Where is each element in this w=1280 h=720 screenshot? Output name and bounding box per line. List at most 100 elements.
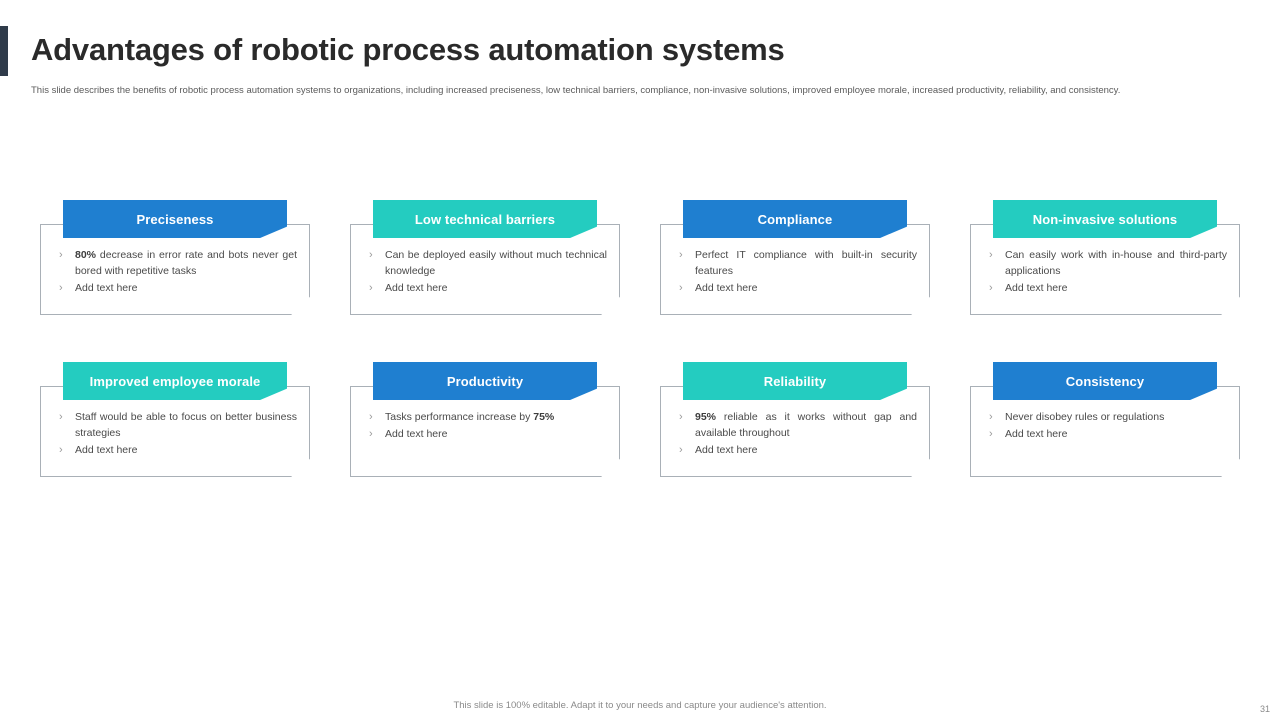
list-item: › Staff would be able to focus on better …	[53, 409, 297, 441]
chevron-right-icon: ›	[989, 428, 993, 440]
card-body: › 95% reliable as it works without gap an…	[660, 386, 930, 477]
advantage-card: Consistency › Never disobey rules or regul…	[970, 362, 1240, 477]
chevron-right-icon: ›	[59, 444, 63, 456]
chevron-right-icon: ›	[989, 282, 993, 294]
advantage-card: Low technical barriers › Can be deployed e…	[350, 200, 620, 315]
list-item: › Can be deployed easily without much tec…	[363, 247, 607, 279]
chevron-right-icon: ›	[679, 411, 683, 423]
card-bullet-list: › 80% decrease in error rate and bots nev…	[53, 247, 297, 296]
advantage-card: Non-invasive solutions › Can easily work w…	[970, 200, 1240, 315]
bullet-text: Add text here	[385, 428, 448, 440]
list-item: › Add text here	[673, 280, 917, 296]
chevron-right-icon: ›	[679, 282, 683, 294]
list-item: › Never disobey rules or regulations	[983, 409, 1227, 425]
card-body: › Can be deployed easily without much tec…	[350, 224, 620, 315]
card-body: › Perfect IT compliance with built-in sec…	[660, 224, 930, 315]
page-subtitle: This slide describes the benefits of rob…	[31, 85, 1121, 96]
card-body: › Tasks performance increase by 75% › Add t…	[350, 386, 620, 477]
chevron-right-icon: ›	[369, 282, 373, 294]
card-header: Compliance	[683, 200, 907, 238]
card-bullet-list: › Tasks performance increase by 75% › Add t…	[363, 409, 607, 442]
advantage-card: Reliability › 95% reliable as it works wit…	[660, 362, 930, 477]
bullet-text: Add text here	[695, 444, 758, 456]
list-item: › Add text here	[53, 280, 297, 296]
chevron-right-icon: ›	[59, 411, 63, 423]
advantage-card: Improved employee morale › Staff would be …	[40, 362, 310, 477]
card-title: Compliance	[757, 211, 833, 227]
card-body: › Never disobey rules or regulations › Add …	[970, 386, 1240, 477]
bullet-text: Add text here	[385, 282, 448, 294]
list-item: › Add text here	[983, 280, 1227, 296]
card-body-inner: › Can be deployed easily without much tec…	[363, 245, 607, 296]
card-bullet-list: › Can easily work with in-house and third…	[983, 247, 1227, 296]
chevron-right-icon: ›	[59, 282, 63, 294]
chevron-right-icon: ›	[679, 249, 683, 261]
card-header: Consistency	[993, 362, 1217, 400]
bullet-text: Add text here	[695, 282, 758, 294]
bullet-text: Staff would be able to focus on better b…	[75, 411, 297, 439]
card-header: Preciseness	[63, 200, 287, 238]
bullet-text: Never disobey rules or regulations	[1005, 411, 1165, 423]
title-accent-bar	[0, 26, 8, 76]
card-title: Low technical barriers	[414, 211, 556, 227]
advantage-card: Preciseness › 80% decrease in error rate a…	[40, 200, 310, 315]
list-item: › 95% reliable as it works without gap an…	[673, 409, 917, 441]
card-body-inner: › Staff would be able to focus on better …	[53, 407, 297, 458]
list-item: › Add text here	[363, 280, 607, 296]
card-bullet-list: › Can be deployed easily without much tec…	[363, 247, 607, 296]
page-title: Advantages of robotic process automation…	[31, 32, 785, 67]
card-header: Reliability	[683, 362, 907, 400]
footer-note: This slide is 100% editable. Adapt it to…	[453, 700, 827, 711]
card-body-inner: › 95% reliable as it works without gap an…	[673, 407, 917, 458]
card-title: Reliability	[763, 373, 827, 389]
card-bullet-list: › Never disobey rules or regulations › Add …	[983, 409, 1227, 442]
chevron-right-icon: ›	[369, 428, 373, 440]
list-item: › Add text here	[53, 442, 297, 458]
list-item: › Add text here	[363, 426, 607, 442]
card-title: Preciseness	[136, 211, 214, 227]
card-title: Productivity	[446, 373, 524, 389]
chevron-right-icon: ›	[369, 249, 373, 261]
chevron-right-icon: ›	[679, 444, 683, 456]
list-item: › 80% decrease in error rate and bots nev…	[53, 247, 297, 279]
card-bullet-list: › Perfect IT compliance with built-in sec…	[673, 247, 917, 296]
list-item: › Add text here	[673, 442, 917, 458]
bullet-text: Add text here	[75, 282, 138, 294]
page-number: 31	[1259, 704, 1270, 714]
card-bullet-list: › Staff would be able to focus on better …	[53, 409, 297, 458]
advantage-card: Productivity › Tasks performance increase …	[350, 362, 620, 477]
list-item: › Tasks performance increase by 75%	[363, 409, 607, 425]
bullet-text: reliable as it works without gap and ava…	[695, 411, 917, 439]
card-title: Non-invasive solutions	[1032, 211, 1178, 227]
bullet-text: Perfect IT compliance with built-in secu…	[695, 249, 917, 277]
bullet-highlight: 95%	[695, 411, 717, 423]
bullet-highlight-trailing: 75%	[533, 411, 555, 423]
bullet-text: decrease in error rate and bots never ge…	[75, 249, 297, 277]
card-header: Productivity	[373, 362, 597, 400]
bullet-text: Can be deployed easily without much tech…	[385, 249, 607, 277]
bullet-text: Add text here	[1005, 428, 1068, 440]
card-body-inner: › Perfect IT compliance with built-in sec…	[673, 245, 917, 296]
bullet-text: Add text here	[1005, 282, 1068, 294]
bullet-text: Add text here	[75, 444, 138, 456]
card-body: › 80% decrease in error rate and bots nev…	[40, 224, 310, 315]
cards-grid: Preciseness › 80% decrease in error rate a…	[40, 200, 1240, 524]
card-body-inner: › Tasks performance increase by 75% › Add t…	[363, 407, 607, 442]
bullet-text: Can easily work with in-house and third-…	[1005, 249, 1227, 277]
card-bullet-list: › 95% reliable as it works without gap an…	[673, 409, 917, 458]
cards-row-1: Preciseness › 80% decrease in error rate a…	[40, 200, 1240, 315]
card-body-inner: › 80% decrease in error rate and bots nev…	[53, 245, 297, 296]
chevron-right-icon: ›	[369, 411, 373, 423]
card-header: Non-invasive solutions	[993, 200, 1217, 238]
bullet-highlight: 80%	[75, 249, 97, 261]
card-header: Low technical barriers	[373, 200, 597, 238]
card-title: Improved employee morale	[89, 373, 261, 389]
chevron-right-icon: ›	[989, 249, 993, 261]
card-body: › Can easily work with in-house and third…	[970, 224, 1240, 315]
bullet-text: Tasks performance increase by	[385, 411, 534, 423]
list-item: › Add text here	[983, 426, 1227, 442]
card-title: Consistency	[1065, 373, 1145, 389]
list-item: › Can easily work with in-house and third…	[983, 247, 1227, 279]
chevron-right-icon: ›	[989, 411, 993, 423]
chevron-right-icon: ›	[59, 249, 63, 261]
